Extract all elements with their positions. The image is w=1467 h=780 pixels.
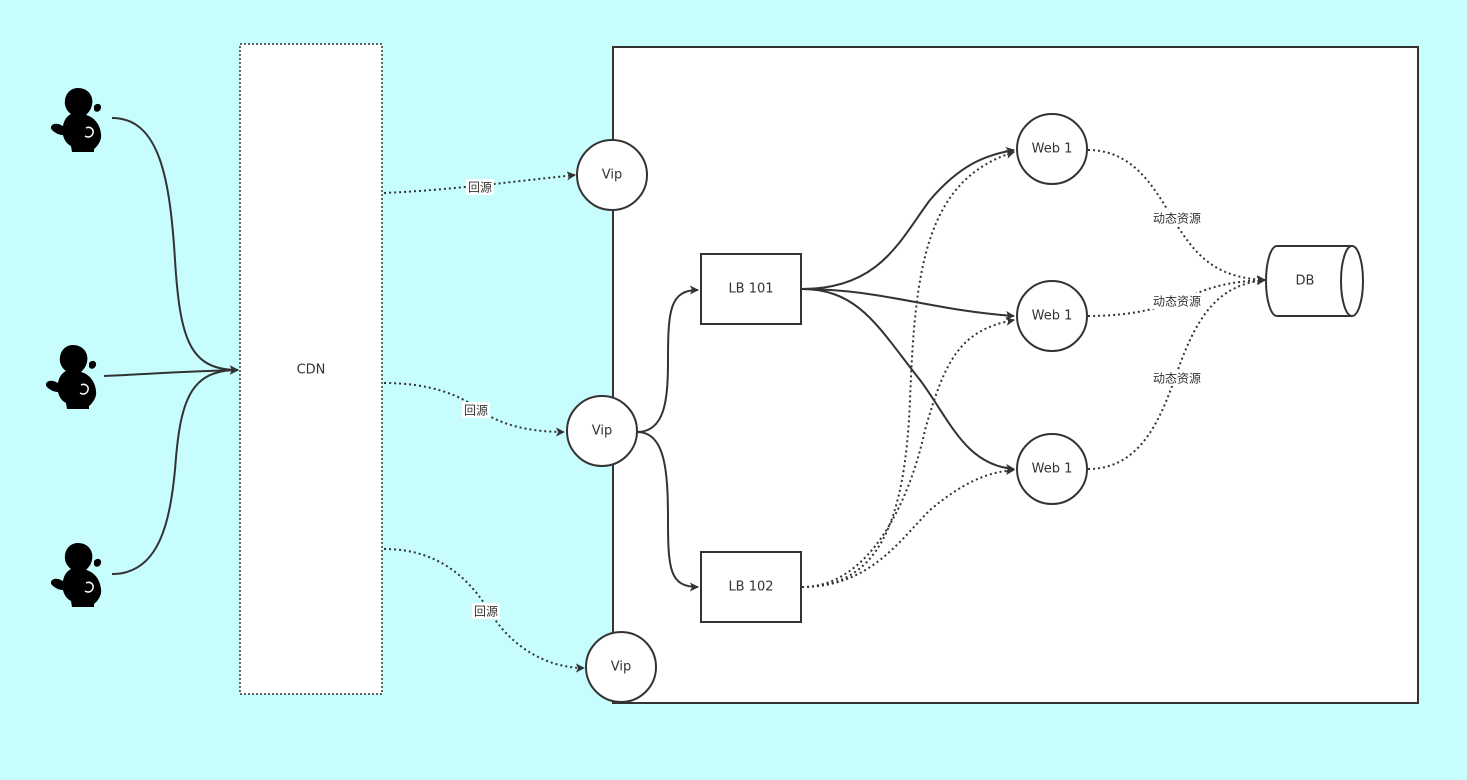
edge-cdn-vip1: [383, 171, 576, 194]
web-node-3[interactable]: Web 1: [1016, 433, 1088, 505]
edge-web1-db: [1087, 149, 1266, 285]
db-node[interactable]: DB: [1265, 245, 1364, 317]
web-label: Web 1: [1032, 309, 1073, 324]
user-1[interactable]: [50, 87, 102, 153]
edge-web2-db: [1087, 275, 1266, 317]
user-3[interactable]: [50, 542, 102, 608]
svg-text:回源: 回源: [474, 605, 498, 619]
label-dynamic-resource-1: 动态资源: [1149, 210, 1205, 226]
edge-user1-cdn: [111, 117, 239, 375]
web-node-1[interactable]: Web 1: [1016, 113, 1088, 185]
vip-label: Vip: [602, 168, 622, 183]
lb-label: LB 101: [728, 282, 773, 297]
edge-lb102-web1: [801, 150, 1015, 588]
vip-label: Vip: [611, 660, 631, 675]
cdn-node[interactable]: CDN: [239, 43, 383, 695]
label-back-to-origin-3: 回源: [472, 603, 500, 619]
edge-user3-cdn: [111, 365, 239, 575]
svg-text:回源: 回源: [464, 404, 488, 418]
vip-node-1[interactable]: Vip: [576, 139, 648, 211]
label-dynamic-resource-3: 动态资源: [1149, 370, 1205, 386]
user-silhouette-icon: [50, 542, 102, 608]
lb-101-node[interactable]: LB 101: [700, 253, 802, 325]
edge-lb101-web2: [801, 288, 1015, 320]
label-back-to-origin-1: 回源: [466, 179, 494, 195]
label-back-to-origin-2: 回源: [462, 402, 490, 418]
edge-vip-lb101: [636, 285, 699, 433]
web-label: Web 1: [1032, 462, 1073, 477]
user-2[interactable]: [45, 344, 97, 410]
edge-vip-lb102: [636, 431, 699, 592]
label-dynamic-resource-2: 动态资源: [1149, 293, 1205, 309]
edge-lb101-web1: [801, 146, 1015, 290]
svg-text:动态资源: 动态资源: [1153, 295, 1201, 309]
edge-lb102-web2: [801, 317, 1015, 588]
svg-text:回源: 回源: [468, 181, 492, 195]
web-node-2[interactable]: Web 1: [1016, 280, 1088, 352]
lb-label: LB 102: [728, 580, 773, 595]
svg-text:动态资源: 动态资源: [1153, 212, 1201, 226]
cdn-label: CDN: [297, 363, 326, 378]
vip-node-2[interactable]: Vip: [566, 395, 638, 467]
db-label: DB: [1296, 274, 1315, 289]
edge-lb101-web3: [801, 288, 1015, 473]
vip-label: Vip: [592, 424, 612, 439]
lb-102-node[interactable]: LB 102: [700, 551, 802, 623]
web-label: Web 1: [1032, 142, 1073, 157]
user-silhouette-icon: [45, 344, 97, 410]
user-silhouette-icon: [50, 87, 102, 153]
vip-node-3[interactable]: Vip: [585, 631, 657, 703]
svg-text:动态资源: 动态资源: [1153, 372, 1201, 386]
